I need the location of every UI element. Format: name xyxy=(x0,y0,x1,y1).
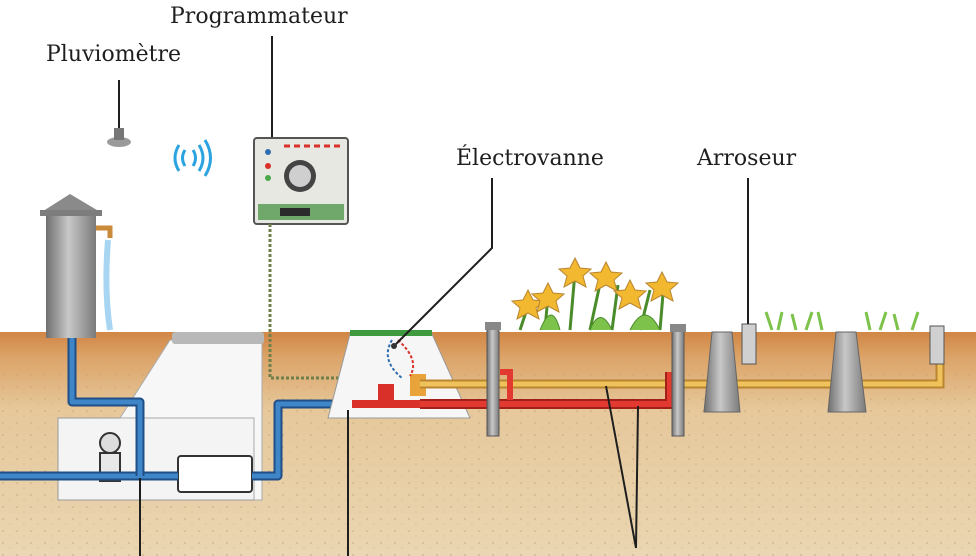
flower-icon xyxy=(510,256,680,331)
supply-pipes xyxy=(0,338,344,481)
grass-icon xyxy=(764,311,920,331)
wireless-signal-icon xyxy=(173,139,212,177)
leader-lines xyxy=(139,178,749,556)
label-sprinkler: Arroseur xyxy=(697,146,797,171)
label-programmer: Programmateur xyxy=(170,4,348,29)
water-well xyxy=(40,194,113,338)
label-solenoid-valve: Électrovanne xyxy=(456,146,604,171)
sprinkler-posts xyxy=(485,322,686,437)
label-rain-gauge: Pluviomètre xyxy=(46,42,181,67)
pump-box xyxy=(57,332,264,501)
controller-dial-icon xyxy=(253,36,349,225)
rain-gauge-icon xyxy=(107,80,131,147)
rotor-sprinklers xyxy=(703,323,945,413)
